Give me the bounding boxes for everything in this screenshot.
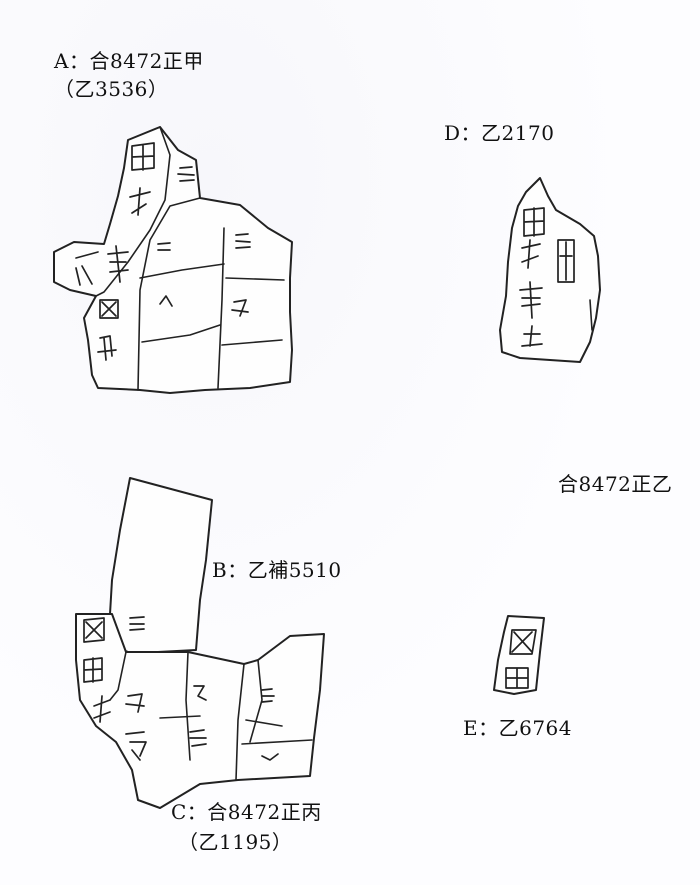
fragment-a-drawing bbox=[53, 126, 293, 394]
fragment-b-outline bbox=[109, 477, 213, 653]
group-label: 合8472正乙 bbox=[558, 472, 673, 496]
fragment-a-sublabel: （乙3536） bbox=[54, 77, 169, 101]
fragment-e-outline bbox=[493, 615, 545, 695]
fragment-b-label: B：乙補5510 bbox=[212, 558, 342, 582]
fragment-c-outline bbox=[75, 613, 325, 809]
fragment-d-label: D：乙2170 bbox=[444, 121, 555, 145]
fragment-d-drawing bbox=[499, 177, 601, 363]
fragment-d-outline bbox=[499, 177, 601, 363]
fragment-c-sublabel: （乙1195） bbox=[178, 830, 293, 854]
fragment-e-label: E：乙6764 bbox=[463, 716, 572, 740]
fragment-e-drawing bbox=[493, 615, 545, 695]
fragment-a-outline bbox=[53, 126, 293, 394]
fragment-a-label: A：合8472正甲 bbox=[54, 49, 204, 73]
fragment-c-label: C：合8472正丙 bbox=[171, 800, 322, 824]
fragment-bc-drawing bbox=[75, 477, 325, 809]
